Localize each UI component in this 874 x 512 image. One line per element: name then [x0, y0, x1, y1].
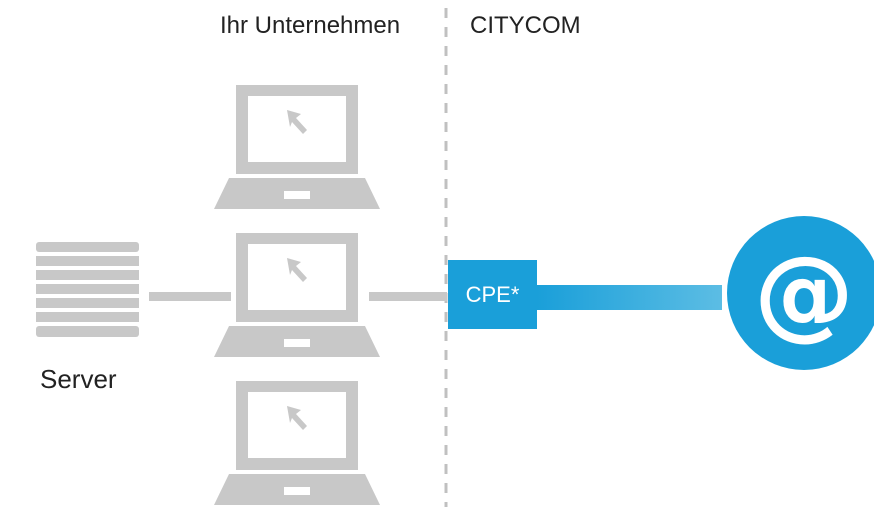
server-connector	[149, 292, 231, 301]
cursor-arrow-icon	[287, 258, 307, 282]
at-sign-icon: @	[754, 234, 854, 351]
cpe-label: CPE*	[465, 282, 520, 307]
laptop-icon	[214, 233, 380, 357]
laptop-icon	[214, 381, 380, 505]
laptop-icon	[214, 85, 380, 209]
cursor-arrow-icon	[287, 406, 307, 430]
server-label: Server	[40, 364, 117, 394]
laptop-connector	[369, 292, 447, 301]
internet-link	[537, 285, 722, 310]
cursor-arrow-icon	[287, 110, 307, 134]
zone-label-company: Ihr Unternehmen	[220, 12, 401, 39]
internet-circle: @	[727, 216, 874, 370]
cpe-box	[448, 260, 537, 329]
server-icon	[36, 242, 139, 337]
zone-label-citycom: CITYCOM	[470, 12, 581, 39]
